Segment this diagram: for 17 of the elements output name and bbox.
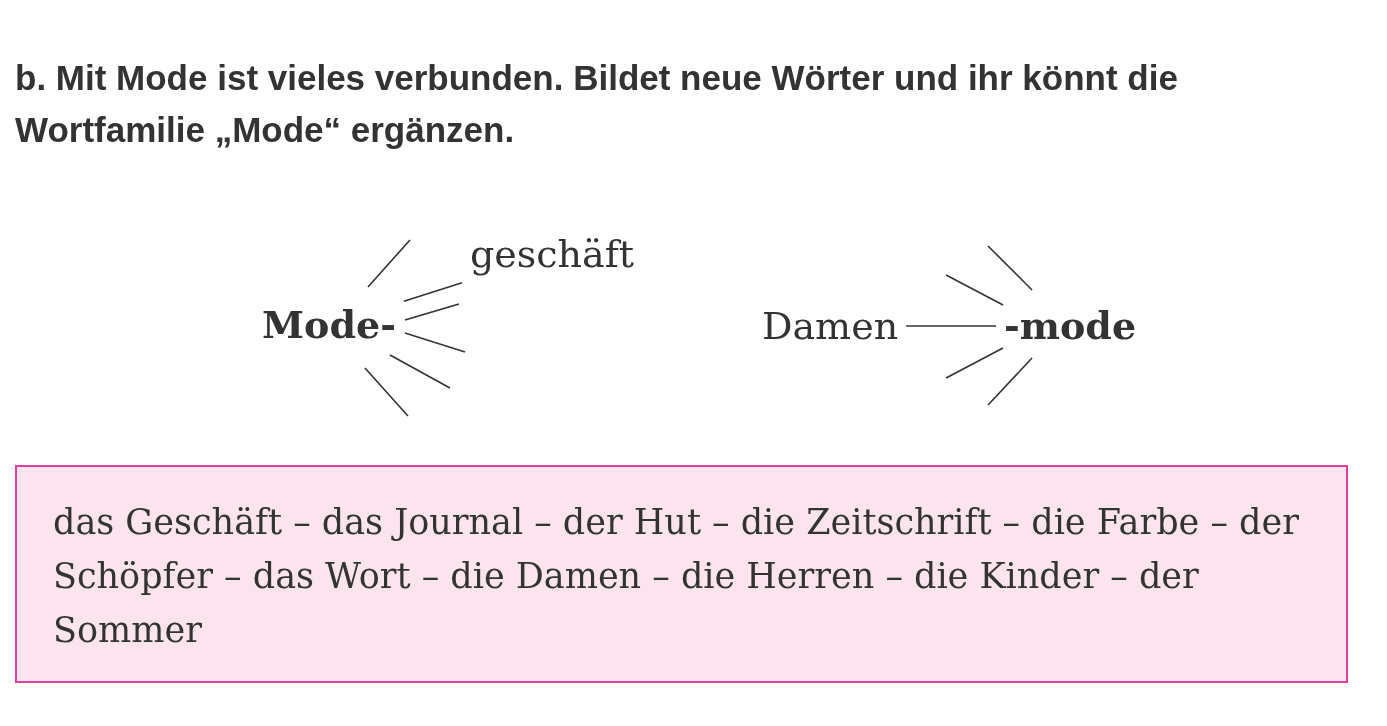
connector-line: [364, 367, 409, 417]
word-part: geschäft: [470, 232, 635, 276]
word-part: -mode: [1004, 304, 1137, 348]
word-list-box: das Geschäft – das Journal – der Hut – die Zeitschrift – die Farbe – der Schöpfer – das Wort – die Damen – die Herren – die Kinder – der Sommer: [15, 465, 1348, 683]
connector-line: [987, 357, 1033, 406]
connector-line: [905, 325, 997, 327]
connector-line: [404, 303, 460, 321]
word-part: Damen: [762, 304, 899, 348]
connector-line: [367, 239, 411, 288]
connector-line: [389, 354, 451, 389]
connector-line: [987, 245, 1033, 291]
word-part: Mode-: [262, 303, 396, 347]
connector-line: [945, 347, 1004, 379]
task-heading: b. Mit Mode ist vieles verbunden. Bildet neue Wörter und ihr könnt die Wortfamilie „Mode“ ergänzen.: [15, 57, 1179, 151]
connector-line: [404, 332, 466, 353]
connector-line: [403, 281, 463, 302]
connector-line: [945, 274, 1004, 306]
